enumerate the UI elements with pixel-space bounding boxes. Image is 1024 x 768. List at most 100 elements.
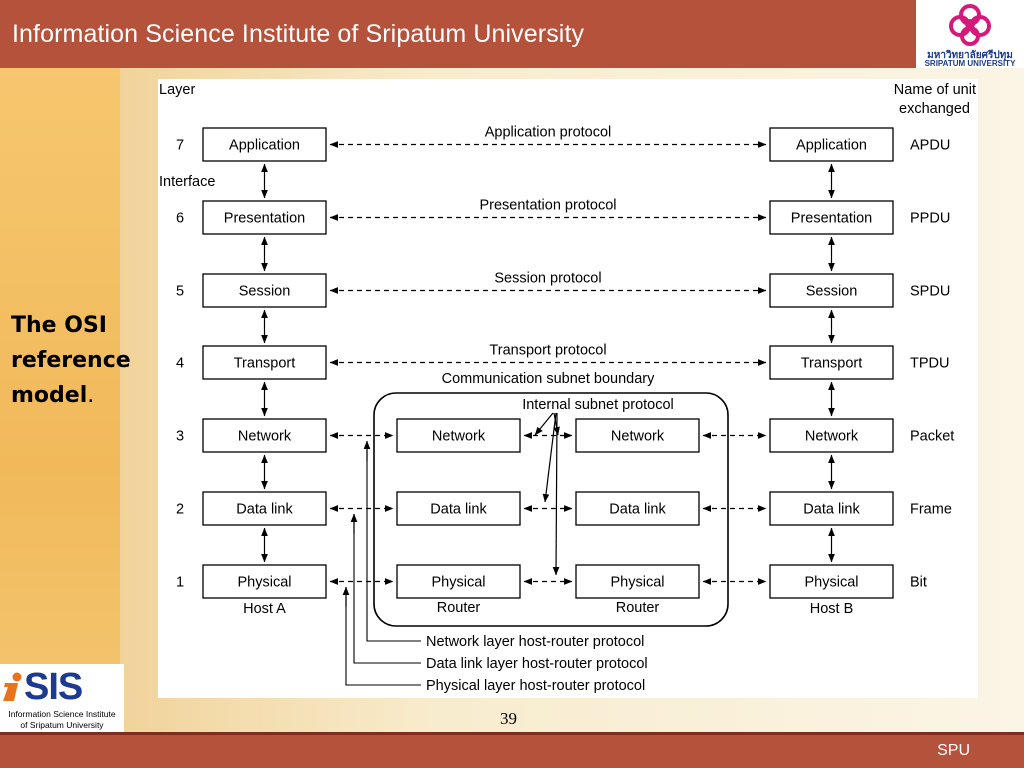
host-router-leader-1 <box>366 441 421 642</box>
router-right-1-box-label: Physical <box>611 575 665 591</box>
osi-diagram-svg: Layer Name of unit exchangedInterfaceCommu… <box>159 82 976 694</box>
layer-number-2: 2 <box>176 502 184 518</box>
peer-protocol-label-4: Transport protocol <box>489 343 606 359</box>
host-a-3-box-label: Network <box>238 429 292 445</box>
caption-line-2: reference <box>11 348 131 373</box>
internal-pointer-net-left <box>534 412 554 436</box>
router-left-2-box <box>396 491 521 526</box>
host-a-5-box-label: Session <box>239 284 291 300</box>
caption-period: . <box>87 383 95 408</box>
router-left-1-box <box>396 564 521 599</box>
router-right-3-box-label: Network <box>611 429 665 445</box>
host-a-1-box-label: Physical <box>238 575 292 591</box>
isis-logo: SIS Information Science Institute of Sri… <box>0 664 124 732</box>
router-right-3-box <box>575 418 700 453</box>
isis-logo-word: SIS <box>24 666 83 708</box>
host-a-6-box <box>202 200 327 235</box>
left-band <box>0 68 120 732</box>
layer-number-6: 6 <box>176 211 184 227</box>
subnet-boundary-label: Communication subnet boundary <box>442 371 656 387</box>
layer-number-1: 1 <box>176 575 184 591</box>
footer-bar: SPU <box>0 732 1024 768</box>
router-left-3-box <box>396 418 521 453</box>
host-b-6-box <box>769 200 894 235</box>
university-logo-thai: มหาวิทยาลัยศรีปทุม <box>927 50 1013 61</box>
unit-1: Bit <box>910 575 927 591</box>
unit-4: TPDU <box>910 356 949 372</box>
host-router-leader-3 <box>345 587 421 686</box>
host-router-leader-2 <box>353 514 421 664</box>
university-logo-english: SRIPATUM UNIVERSITY <box>924 59 1016 68</box>
host-b-7-box-label: Application <box>796 138 867 154</box>
host-b-2-box-label: Data link <box>803 502 860 518</box>
peer-protocol-label-6: Presentation protocol <box>479 198 616 214</box>
layer-header: Layer <box>159 82 195 98</box>
router-left-1-box-label: Physical <box>432 575 486 591</box>
internal-pointer-physical <box>552 412 560 576</box>
layer-number-7: 7 <box>176 138 184 154</box>
caption-line-3: model. <box>11 378 171 413</box>
footer-label: SPU <box>937 742 970 759</box>
isis-i-icon <box>3 672 22 701</box>
layer-number-3: 3 <box>176 429 184 445</box>
peer-protocol-label-7: Application protocol <box>485 125 612 141</box>
university-emblem-icon <box>949 4 991 46</box>
slide-caption: The OSI reference model. <box>11 308 171 413</box>
router-right-2-box <box>575 491 700 526</box>
unit-header-line-1: Name of unit <box>894 82 976 98</box>
peer-protocol-label-5: Session protocol <box>494 271 601 287</box>
host-b-6-box-label: Presentation <box>791 211 872 227</box>
layer-number-4: 4 <box>176 356 184 372</box>
internal-pointer-datalink <box>542 412 557 503</box>
host-a-7-box <box>202 127 327 162</box>
caption-line-1: The OSI <box>11 313 107 338</box>
host-a-2-box <box>202 491 327 526</box>
isis-logo-line-2: of Sripatum University <box>20 720 104 730</box>
internal-protocol-label: Internal subnet protocol <box>522 397 674 413</box>
unit-5: SPDU <box>910 284 950 300</box>
host-b-3-box <box>769 418 894 453</box>
unit-7: APDU <box>910 138 950 154</box>
unit-6: PPDU <box>910 211 950 227</box>
host-a-6-box-label: Presentation <box>224 211 305 227</box>
host-b-3-box-label: Network <box>805 429 859 445</box>
host-a-4-box <box>202 345 327 380</box>
host-b-4-box <box>769 345 894 380</box>
host-b-1-box-label: Physical <box>805 575 859 591</box>
router-right-2-box-label: Data link <box>609 502 666 518</box>
host-a-5-box <box>202 273 327 308</box>
router-right-label: Router <box>616 600 660 616</box>
router-left-label: Router <box>437 600 481 616</box>
layer-number-5: 5 <box>176 284 184 300</box>
router-left-2-box-label: Data link <box>430 502 487 518</box>
host-b-label: Host B <box>810 601 854 617</box>
university-logo: มหาวิทยาลัยศรีปทุม SRIPATUM UNIVERSITY <box>916 0 1024 70</box>
router-right-1-box <box>575 564 700 599</box>
header-title: Information Science Institute of Sripatu… <box>12 20 585 48</box>
host-b-4-box-label: Transport <box>801 356 863 372</box>
interface-label: Interface <box>159 174 215 190</box>
header-bar: Information Science Institute of Sripatu… <box>0 0 916 68</box>
host-router-protocol-2: Data link layer host-router protocol <box>426 656 648 672</box>
host-router-protocol-1: Network layer host-router protocol <box>426 634 644 650</box>
host-a-1-box <box>202 564 327 599</box>
isis-logo-line-1: Information Science Institute <box>8 709 116 719</box>
caption-word-model: model <box>11 383 88 408</box>
host-a-label: Host A <box>243 601 286 617</box>
host-a-3-box <box>202 418 327 453</box>
host-a-4-box-label: Transport <box>234 356 296 372</box>
host-a-7-box-label: Application <box>229 138 300 154</box>
host-b-5-box <box>769 273 894 308</box>
host-router-protocol-3: Physical layer host-router protocol <box>426 678 645 694</box>
unit-2: Frame <box>910 502 952 518</box>
unit-header-line-2: exchanged <box>899 101 970 117</box>
page-number: 39 <box>500 709 517 728</box>
host-b-5-box-label: Session <box>806 284 858 300</box>
host-b-2-box <box>769 491 894 526</box>
host-a-2-box-label: Data link <box>236 502 293 518</box>
host-b-7-box <box>769 127 894 162</box>
unit-3: Packet <box>910 429 954 445</box>
host-b-1-box <box>769 564 894 599</box>
router-left-3-box-label: Network <box>432 429 486 445</box>
